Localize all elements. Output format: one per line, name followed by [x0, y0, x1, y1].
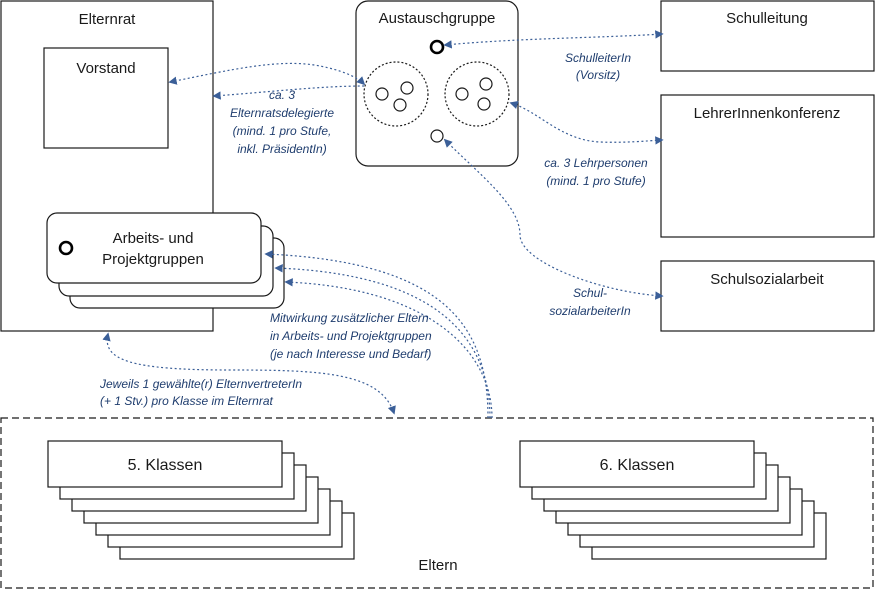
- sozialarbeiter-seat: [430, 129, 444, 143]
- sozialarbeiter-note-line2: sozialarbeiterIn: [549, 304, 631, 318]
- schulleiter-seat: [429, 39, 445, 55]
- vorstand-title: Vorstand: [76, 60, 135, 77]
- member-marker: [58, 240, 74, 256]
- arbeitsgruppen-title-line1: Arbeits- und: [113, 230, 194, 247]
- klassen6-stack: 6. Klassen: [519, 440, 827, 560]
- eltern-title: Eltern: [418, 557, 457, 574]
- delegates-note-line2: Elternratsdelegierte: [230, 106, 334, 120]
- lehrperson-seat: [455, 87, 469, 101]
- mitwirkung-connector-2: [274, 264, 491, 419]
- klassen6-title: 6. Klassen: [600, 457, 675, 474]
- schulleitung-box: [660, 0, 875, 72]
- klassen5-stack: 5. Klassen: [47, 440, 355, 560]
- delegates-note: ca. 3 Elternratsdelegierte (mind. 1 pro …: [230, 88, 334, 156]
- arbeitsgruppen-card-front: [46, 212, 262, 284]
- elternrat-eltern-connector: [102, 332, 396, 415]
- klasse-card-front: [47, 440, 283, 488]
- delegates-note-line4: inkl. PräsidentIn): [237, 142, 326, 156]
- mitwirkung-note-line2: in Arbeits- und Projektgruppen: [270, 329, 432, 343]
- lehrerkonferenz-title: LehrerInnenkonferenz: [694, 105, 841, 122]
- mitwirkung-note: Mitwirkung zusätzlicher Eltern in Arbeit…: [270, 311, 432, 361]
- mitwirkung-note-line1: Mitwirkung zusätzlicher Eltern: [270, 311, 429, 325]
- arbeitsgruppen-title-line2: Projektgruppen: [102, 251, 204, 268]
- klassen5-title: 5. Klassen: [128, 457, 203, 474]
- delegates-note-line3: (mind. 1 pro Stufe,: [233, 124, 332, 138]
- lehrpersonen-note: ca. 3 Lehrpersonen (mind. 1 pro Stufe): [544, 156, 648, 188]
- lehrpersonen-group: [444, 61, 510, 127]
- mitwirkung-note-line3: (je nach Interesse und Bedarf): [270, 347, 431, 361]
- schulleiter-note-line2: (Vorsitz): [576, 68, 620, 82]
- delegates-group: [363, 61, 429, 127]
- delegate-seat: [393, 98, 407, 112]
- elternrat-title: Elternrat: [79, 11, 137, 28]
- delegate-seat: [375, 87, 389, 101]
- schulsozialarbeit-title: Schulsozialarbeit: [710, 271, 824, 288]
- lehrerkonferenz-box: [660, 94, 875, 238]
- schulleitung-title: Schulleitung: [726, 10, 808, 27]
- vertreter-note-line2: (+ 1 Stv.) pro Klasse im Elternrat: [100, 394, 274, 408]
- delegates-note-line1: ca. 3: [269, 88, 295, 102]
- lehrperson-seat: [477, 97, 491, 111]
- vertreter-note-line1: Jeweils 1 gewählte(r) ElternvertreterIn: [99, 377, 302, 391]
- schulleitung-connector: [443, 30, 664, 49]
- schulsozialarbeit-box: [660, 260, 875, 332]
- sozialarbeiter-note-line1: Schul-: [573, 286, 607, 300]
- austauschgruppe-title: Austauschgruppe: [379, 10, 496, 27]
- eltern-container: [0, 417, 874, 589]
- schulleiter-note: SchulleiterIn (Vorsitz): [565, 51, 631, 82]
- lehrperson-seat: [479, 77, 493, 91]
- sozialarbeiter-note: Schul- sozialarbeiterIn: [549, 286, 631, 318]
- klasse-card-front: [519, 440, 755, 488]
- delegate-seat: [400, 81, 414, 95]
- lehrpersonen-note-line1: ca. 3 Lehrpersonen: [544, 156, 648, 170]
- lehrerkonferenz-connector: [509, 100, 664, 145]
- elternrat-delegates-connector: [212, 85, 365, 100]
- delegates-ring: [363, 61, 429, 127]
- arbeitsgruppen-stack: Arbeits- und Projektgruppen: [46, 212, 285, 309]
- lehrpersonen-ring: [444, 61, 510, 127]
- mitwirkung-connector-1: [264, 250, 489, 419]
- vorstand-box: [43, 47, 169, 149]
- mitwirkung-connector-3: [284, 278, 493, 419]
- vertreter-note: Jeweils 1 gewählte(r) ElternvertreterIn …: [99, 377, 302, 408]
- lehrpersonen-note-line2: (mind. 1 pro Stufe): [546, 174, 645, 188]
- schulleiter-note-line1: SchulleiterIn: [565, 51, 631, 65]
